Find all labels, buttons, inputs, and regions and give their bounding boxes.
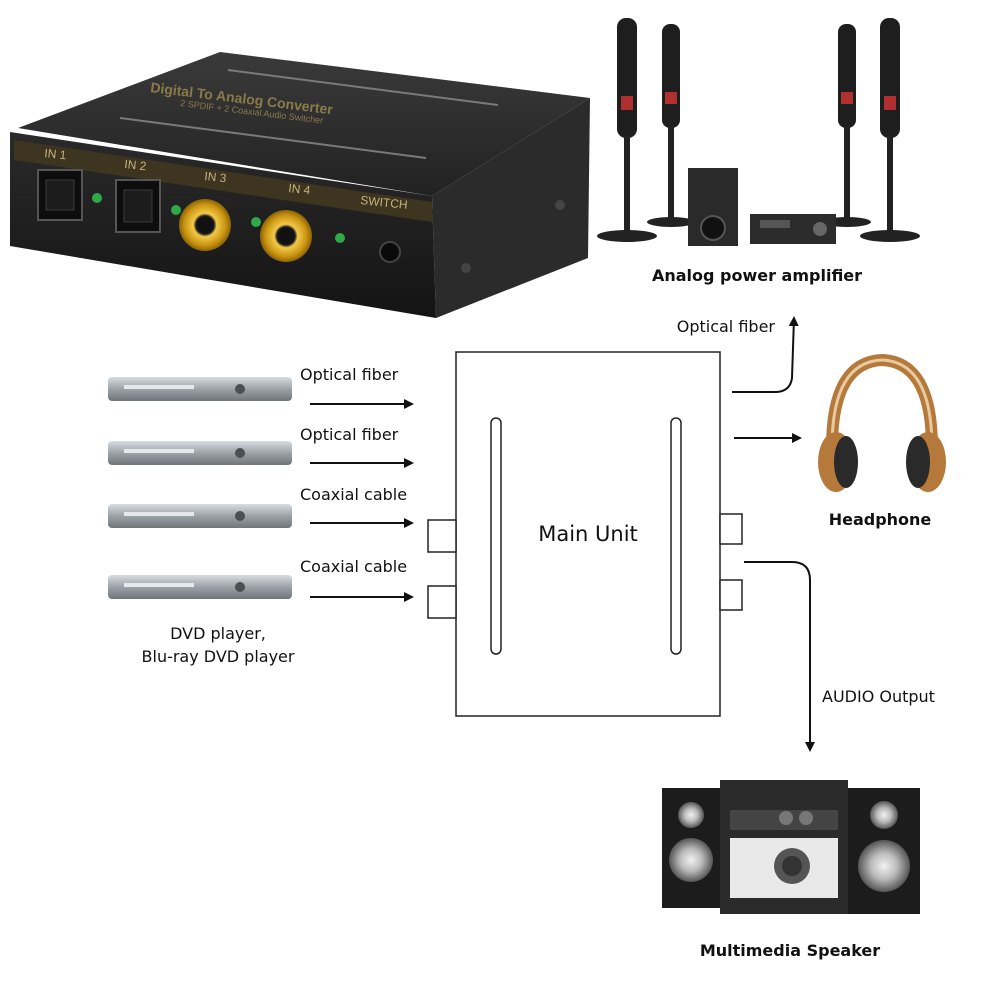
main-unit-label: Main Unit [538,522,638,546]
converter-device: Digital To Analog Converter 2 SPDIF + 2 … [10,52,590,318]
source-label-line1: DVD player, [170,624,266,643]
receiver-icon [750,214,836,244]
amplifier-label: Analog power amplifier [652,266,862,285]
optical-port-in2 [115,179,161,233]
main-unit-input-tab [427,519,457,553]
port-label-in1: IN 1 [44,146,68,162]
screw-icon [461,263,471,273]
output-arrow-audio [744,561,815,752]
device-top-line-2 [119,117,427,159]
output-arrow-optical [732,316,799,393]
port-label-in3: IN 3 [204,169,228,185]
device-top-line-1 [227,69,499,106]
led-in1 [92,193,102,203]
port-label-in4: IN 4 [288,181,312,197]
main-unit-output-tab [719,579,743,611]
tower-speaker-icon [823,24,871,227]
main-unit-slot-right [670,417,682,655]
analog-amplifier-image [597,18,920,246]
audio-output-label: AUDIO Output [822,687,935,706]
port-label-in2: IN 2 [124,157,148,173]
dvd-player-icon [108,377,292,401]
output-optical-label: Optical fiber [677,317,776,336]
device-top-face [18,52,590,196]
coax-port-in3 [179,199,231,251]
dvd-player-icon [108,441,292,465]
input-cable-label-1: Optical fiber [300,365,399,384]
tower-speaker-icon [647,24,695,227]
input-cable-label-4: Coaxial cable [300,557,407,576]
headphone-label: Headphone [829,510,932,529]
device-side-face [432,98,590,318]
main-unit-output-tab [719,513,743,545]
input-cable-label-2: Optical fiber [300,425,399,444]
led-in2 [171,205,181,215]
main-unit-slot-left [490,417,502,655]
source-label-line2: Blu-ray DVD player [142,647,295,666]
main-unit: Main Unit [427,351,743,717]
optical-port-in1 [37,169,83,221]
coax-port-in4 [260,210,312,262]
led-in3 [251,217,261,227]
input-cable-label-3: Coaxial cable [300,485,407,504]
switch-button [379,241,401,263]
dvd-player-icon [108,504,292,528]
dvd-player-icon [108,575,292,599]
speaker-label: Multimedia Speaker [700,941,880,960]
multimedia-speaker-icon [662,780,920,914]
switch-label: SWITCH [360,193,409,212]
tower-speaker-icon [860,18,920,242]
main-unit-input-tab [427,585,457,619]
led-in4 [335,233,345,243]
screw-icon [555,200,565,210]
subwoofer-icon [688,168,738,246]
tower-speaker-icon [597,18,657,242]
headphone-icon [818,353,946,492]
device-label-stripe [14,140,432,222]
